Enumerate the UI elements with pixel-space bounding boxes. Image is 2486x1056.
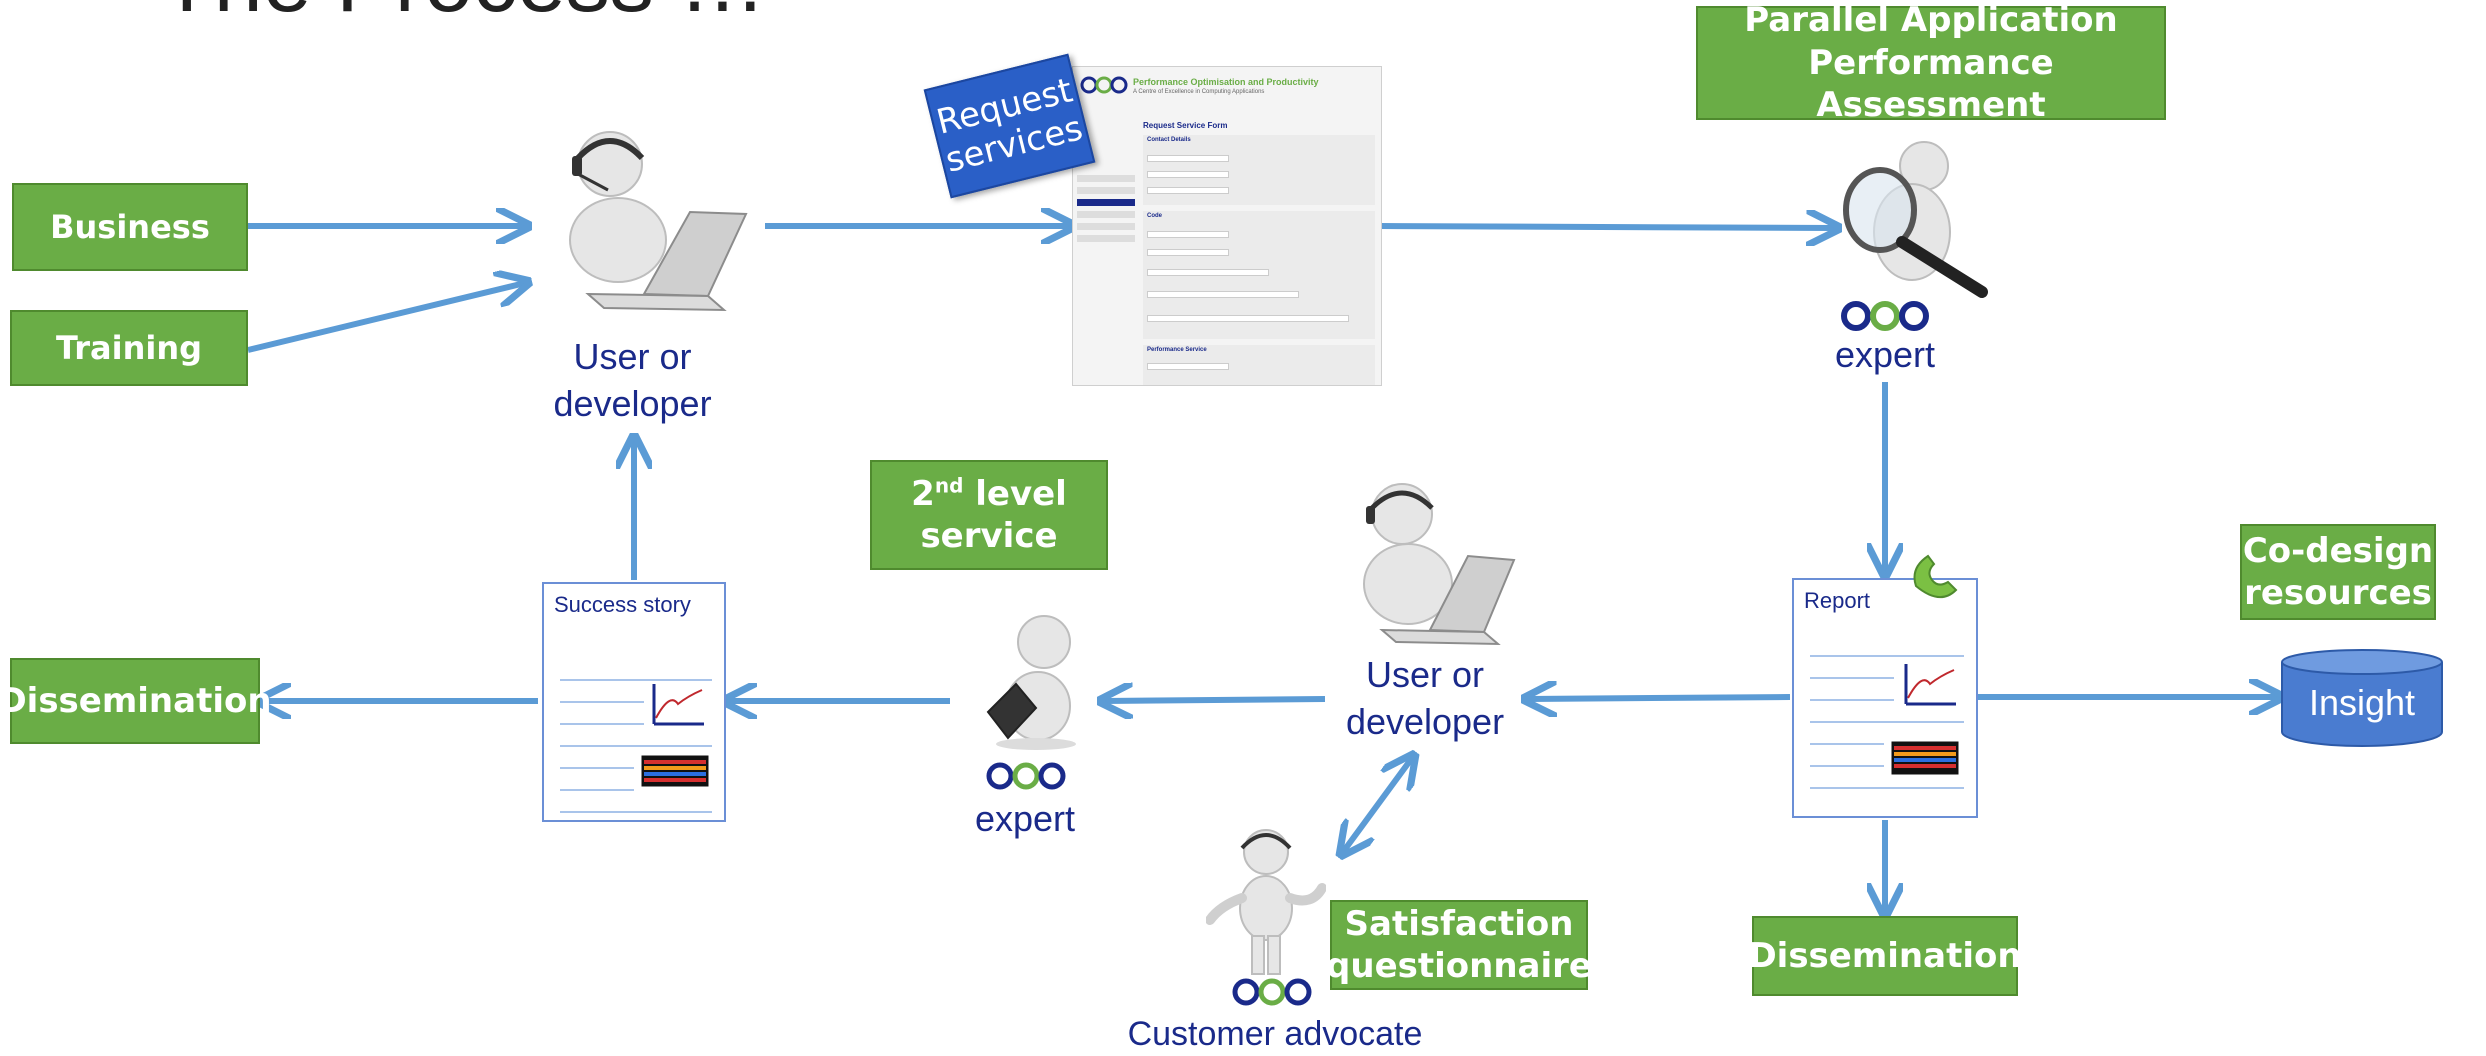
- form-sidebar-item-active: [1077, 199, 1135, 206]
- user-developer-label-top: User or developer: [553, 336, 712, 424]
- dissemination-bottom-box: Dissemination: [1748, 916, 2022, 996]
- success-story-title: Success story: [554, 592, 691, 617]
- customer-advocate-icon: [1206, 829, 1326, 975]
- user-developer-icon-mid: [1363, 483, 1516, 646]
- form-field: [1147, 171, 1229, 178]
- expert-label-mid: expert: [974, 798, 1076, 839]
- form-field: [1147, 249, 1229, 256]
- page-title: The Process …: [160, 0, 766, 32]
- arrow-training-to-user: [247, 283, 525, 353]
- insight-label: Insight: [2308, 682, 2416, 723]
- document-content-icon: [1810, 655, 1964, 789]
- arrow-user-mid-to-expert: [1104, 699, 1326, 701]
- request-service-form-thumbnail: Performance Optimisation and Productivit…: [1072, 66, 1382, 386]
- form-header: Performance Optimisation and Productivit…: [1133, 77, 1319, 87]
- satisfaction-questionnaire-box: Satisfaction questionnaire: [1326, 900, 1592, 990]
- papa-box: Parallel Application Performance Assessm…: [1696, 0, 2166, 125]
- arrow-form-to-expert: [1379, 226, 1835, 228]
- expert-magnifier-icon: [1843, 141, 1988, 298]
- form-subheader: A Centre of Excellence in Computing Appl…: [1133, 89, 1265, 95]
- form-field: [1147, 269, 1269, 276]
- form-field: [1147, 187, 1229, 194]
- form-sidebar-item: [1077, 175, 1135, 182]
- form-sidebar-item: [1077, 223, 1135, 230]
- pop-logo-advocate: [1232, 978, 1312, 1006]
- success-story-document: Success story: [542, 582, 726, 822]
- form-section-code: Code: [1147, 213, 1162, 219]
- dissemination-left-box: Dissemination: [0, 658, 272, 744]
- customer-advocate-label: Customer advocate: [1127, 1015, 1423, 1053]
- form-sidebar-item: [1077, 187, 1135, 194]
- report-title: Report: [1804, 588, 1871, 613]
- user-developer-icon: [569, 131, 748, 312]
- form-section-contact: Contact Details: [1147, 137, 1191, 143]
- business-box: Business: [12, 183, 248, 271]
- pop-logo-expert-top: [1841, 301, 1929, 331]
- report-document: Report: [1792, 578, 1978, 818]
- form-field: [1147, 231, 1229, 238]
- form-title: Request Service Form: [1143, 121, 1228, 130]
- form-field: [1147, 315, 1349, 322]
- form-panel-contact: [1143, 135, 1375, 205]
- arrow-report-to-user-mid: [1528, 697, 1791, 699]
- expert-laptop-icon: [986, 615, 1076, 750]
- document-content-icon: [560, 679, 712, 813]
- form-field: [1147, 291, 1299, 298]
- arrow-advocate-user-mid: [1343, 758, 1412, 852]
- form-field: [1147, 155, 1229, 162]
- second-level-service-box: 2nd level service: [870, 460, 1108, 570]
- form-sidebar-item: [1077, 211, 1135, 218]
- phone-icon: [1913, 554, 1958, 598]
- form-sidebar-item: [1077, 235, 1135, 242]
- form-section-performance: Performance Service: [1147, 347, 1207, 353]
- user-developer-label-mid: User or developer: [1345, 654, 1505, 742]
- training-box: Training: [10, 310, 248, 386]
- codesign-resources-box: Co-design resources: [2240, 524, 2436, 620]
- pop-logo-expert-mid: [986, 762, 1066, 790]
- form-field: [1147, 363, 1229, 370]
- pop-logo-small: [1080, 76, 1128, 94]
- expert-label-top: expert: [1834, 334, 1936, 375]
- insight-database-icon: [2281, 649, 2443, 747]
